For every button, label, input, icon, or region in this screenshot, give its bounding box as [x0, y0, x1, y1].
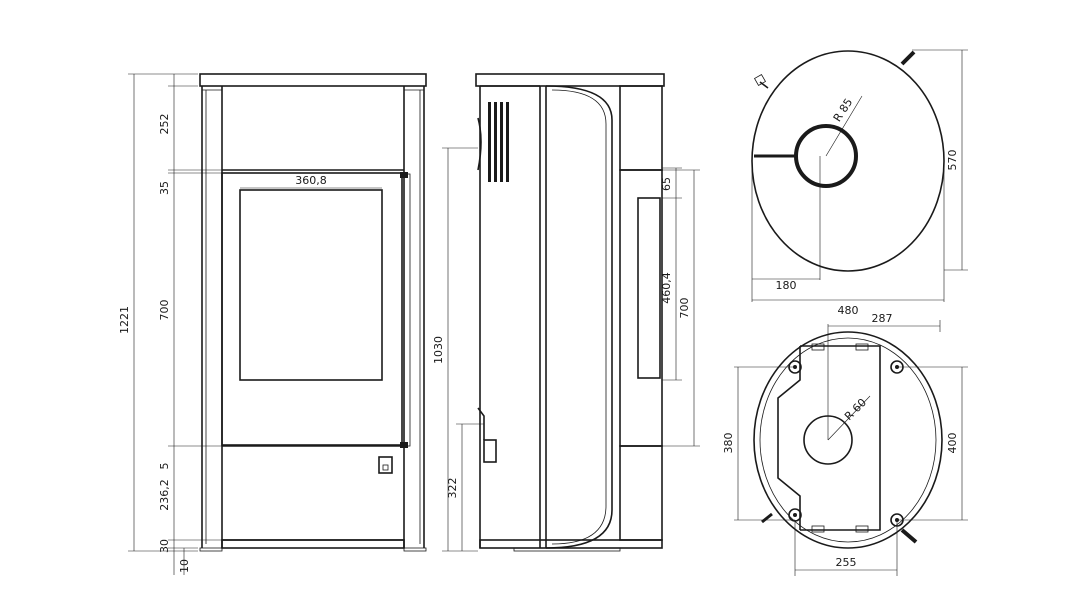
dim-total-height: 1221: [118, 306, 131, 334]
dim-air-inlet-height: 322: [446, 478, 459, 499]
dim-foot: 10: [178, 559, 191, 573]
dim-top-width: 480: [838, 304, 859, 317]
bolt-holes: [788, 360, 904, 527]
vent-slots: [488, 102, 509, 182]
side-top-plate: [475, 73, 665, 87]
dim-handle-length: 460,4: [660, 272, 673, 304]
dim-door-height: 700: [678, 298, 691, 319]
top-knob-right: [900, 50, 916, 66]
dim-handle-offset: 65: [660, 177, 673, 191]
dim-top-depth: 570: [946, 150, 959, 171]
dim-bottom-panel: 236,2: [158, 479, 171, 511]
side-view: 1030 322 65 460,4 700: [432, 73, 700, 552]
dim-gap-lower: 5: [158, 463, 171, 470]
air-control-icon: [378, 456, 393, 474]
side-door-handle: [637, 197, 661, 379]
dim-bottom-depth-left: 380: [722, 433, 735, 454]
dim-flue-height: 1030: [432, 336, 445, 364]
air-inlet: [483, 439, 497, 463]
top-body-outline: [751, 50, 945, 272]
dim-top-radius: R 85: [831, 96, 856, 124]
dim-door: 700: [158, 300, 171, 321]
front-top-plate: [199, 73, 427, 87]
dim-top-offset: 180: [776, 279, 797, 292]
dim-top-panel: 252: [158, 114, 171, 135]
bottom-plate: [800, 345, 881, 531]
front-door: [221, 172, 403, 446]
dim-bottom-hole-offset: 287: [872, 312, 893, 325]
front-view: 1221 252 35 700 5 236,2 30 10 360,8: [118, 73, 427, 575]
front-glass: [239, 189, 383, 381]
dim-gap-upper: 35: [158, 181, 171, 195]
dim-base: 30: [158, 539, 171, 553]
dim-bottom-depth-right: 400: [946, 433, 959, 454]
bottom-view: R 60 287 380 400 255: [722, 312, 968, 576]
top-view: R 85 570 180 480: [751, 49, 968, 317]
dim-bottom-radius: R 60: [842, 396, 869, 423]
dim-glass-width: 360,8: [295, 174, 327, 187]
top-knob-left: [753, 73, 769, 89]
bottom-body-outline: [753, 331, 943, 549]
dim-bottom-width: 255: [836, 556, 857, 569]
